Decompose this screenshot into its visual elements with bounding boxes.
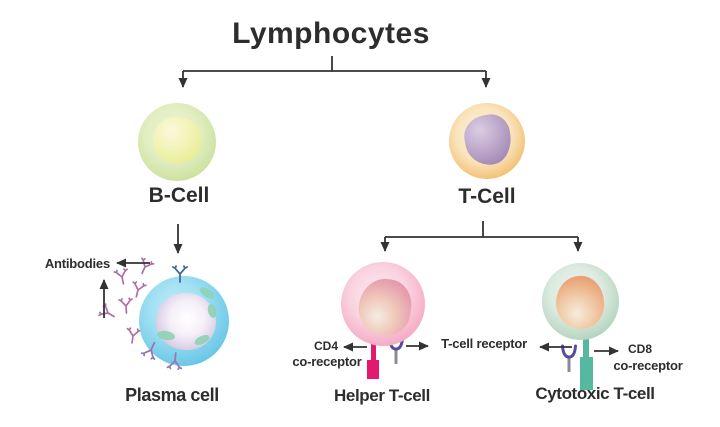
t-cell — [449, 103, 525, 179]
b-cell — [138, 103, 216, 181]
membrane-antibody-icon — [166, 352, 183, 371]
plasma-cell — [139, 276, 229, 366]
cytotoxic-t-cell — [542, 263, 619, 340]
antibody-icon — [126, 327, 142, 344]
antibody-icon — [113, 268, 128, 285]
membrane-antibody-icon — [172, 265, 188, 283]
b-cell-label: B-Cell — [148, 184, 210, 207]
t-cell-receptor-label: T-cell receptor — [441, 336, 527, 351]
antibody-icon — [118, 297, 133, 314]
membrane-antibody-icon — [140, 341, 156, 361]
helper-t-cell — [341, 262, 425, 346]
plasma-cell-label: Plasma cell — [125, 385, 219, 405]
helper-t-cell-label: Helper T-cell — [334, 386, 430, 405]
cytotoxic-t-cell-label: Cytotoxic T-cell — [535, 384, 655, 403]
antibodies-label: Antibodies — [44, 256, 110, 271]
page-title: Lymphocytes — [232, 17, 430, 50]
cd8-coreceptor-bar — [580, 334, 593, 390]
cd4-coreceptor-bar — [367, 341, 379, 379]
cd4-label: CD4 — [313, 339, 339, 353]
t-cell-label: T-Cell — [458, 185, 516, 208]
cd4-coreceptor-label: co-receptor — [292, 354, 362, 369]
cd8-coreceptor-label: co-receptor — [613, 358, 683, 373]
antibody-icon — [132, 281, 147, 298]
cd8-label: CD8 — [627, 342, 653, 356]
b-cell-nucleus — [153, 117, 201, 163]
